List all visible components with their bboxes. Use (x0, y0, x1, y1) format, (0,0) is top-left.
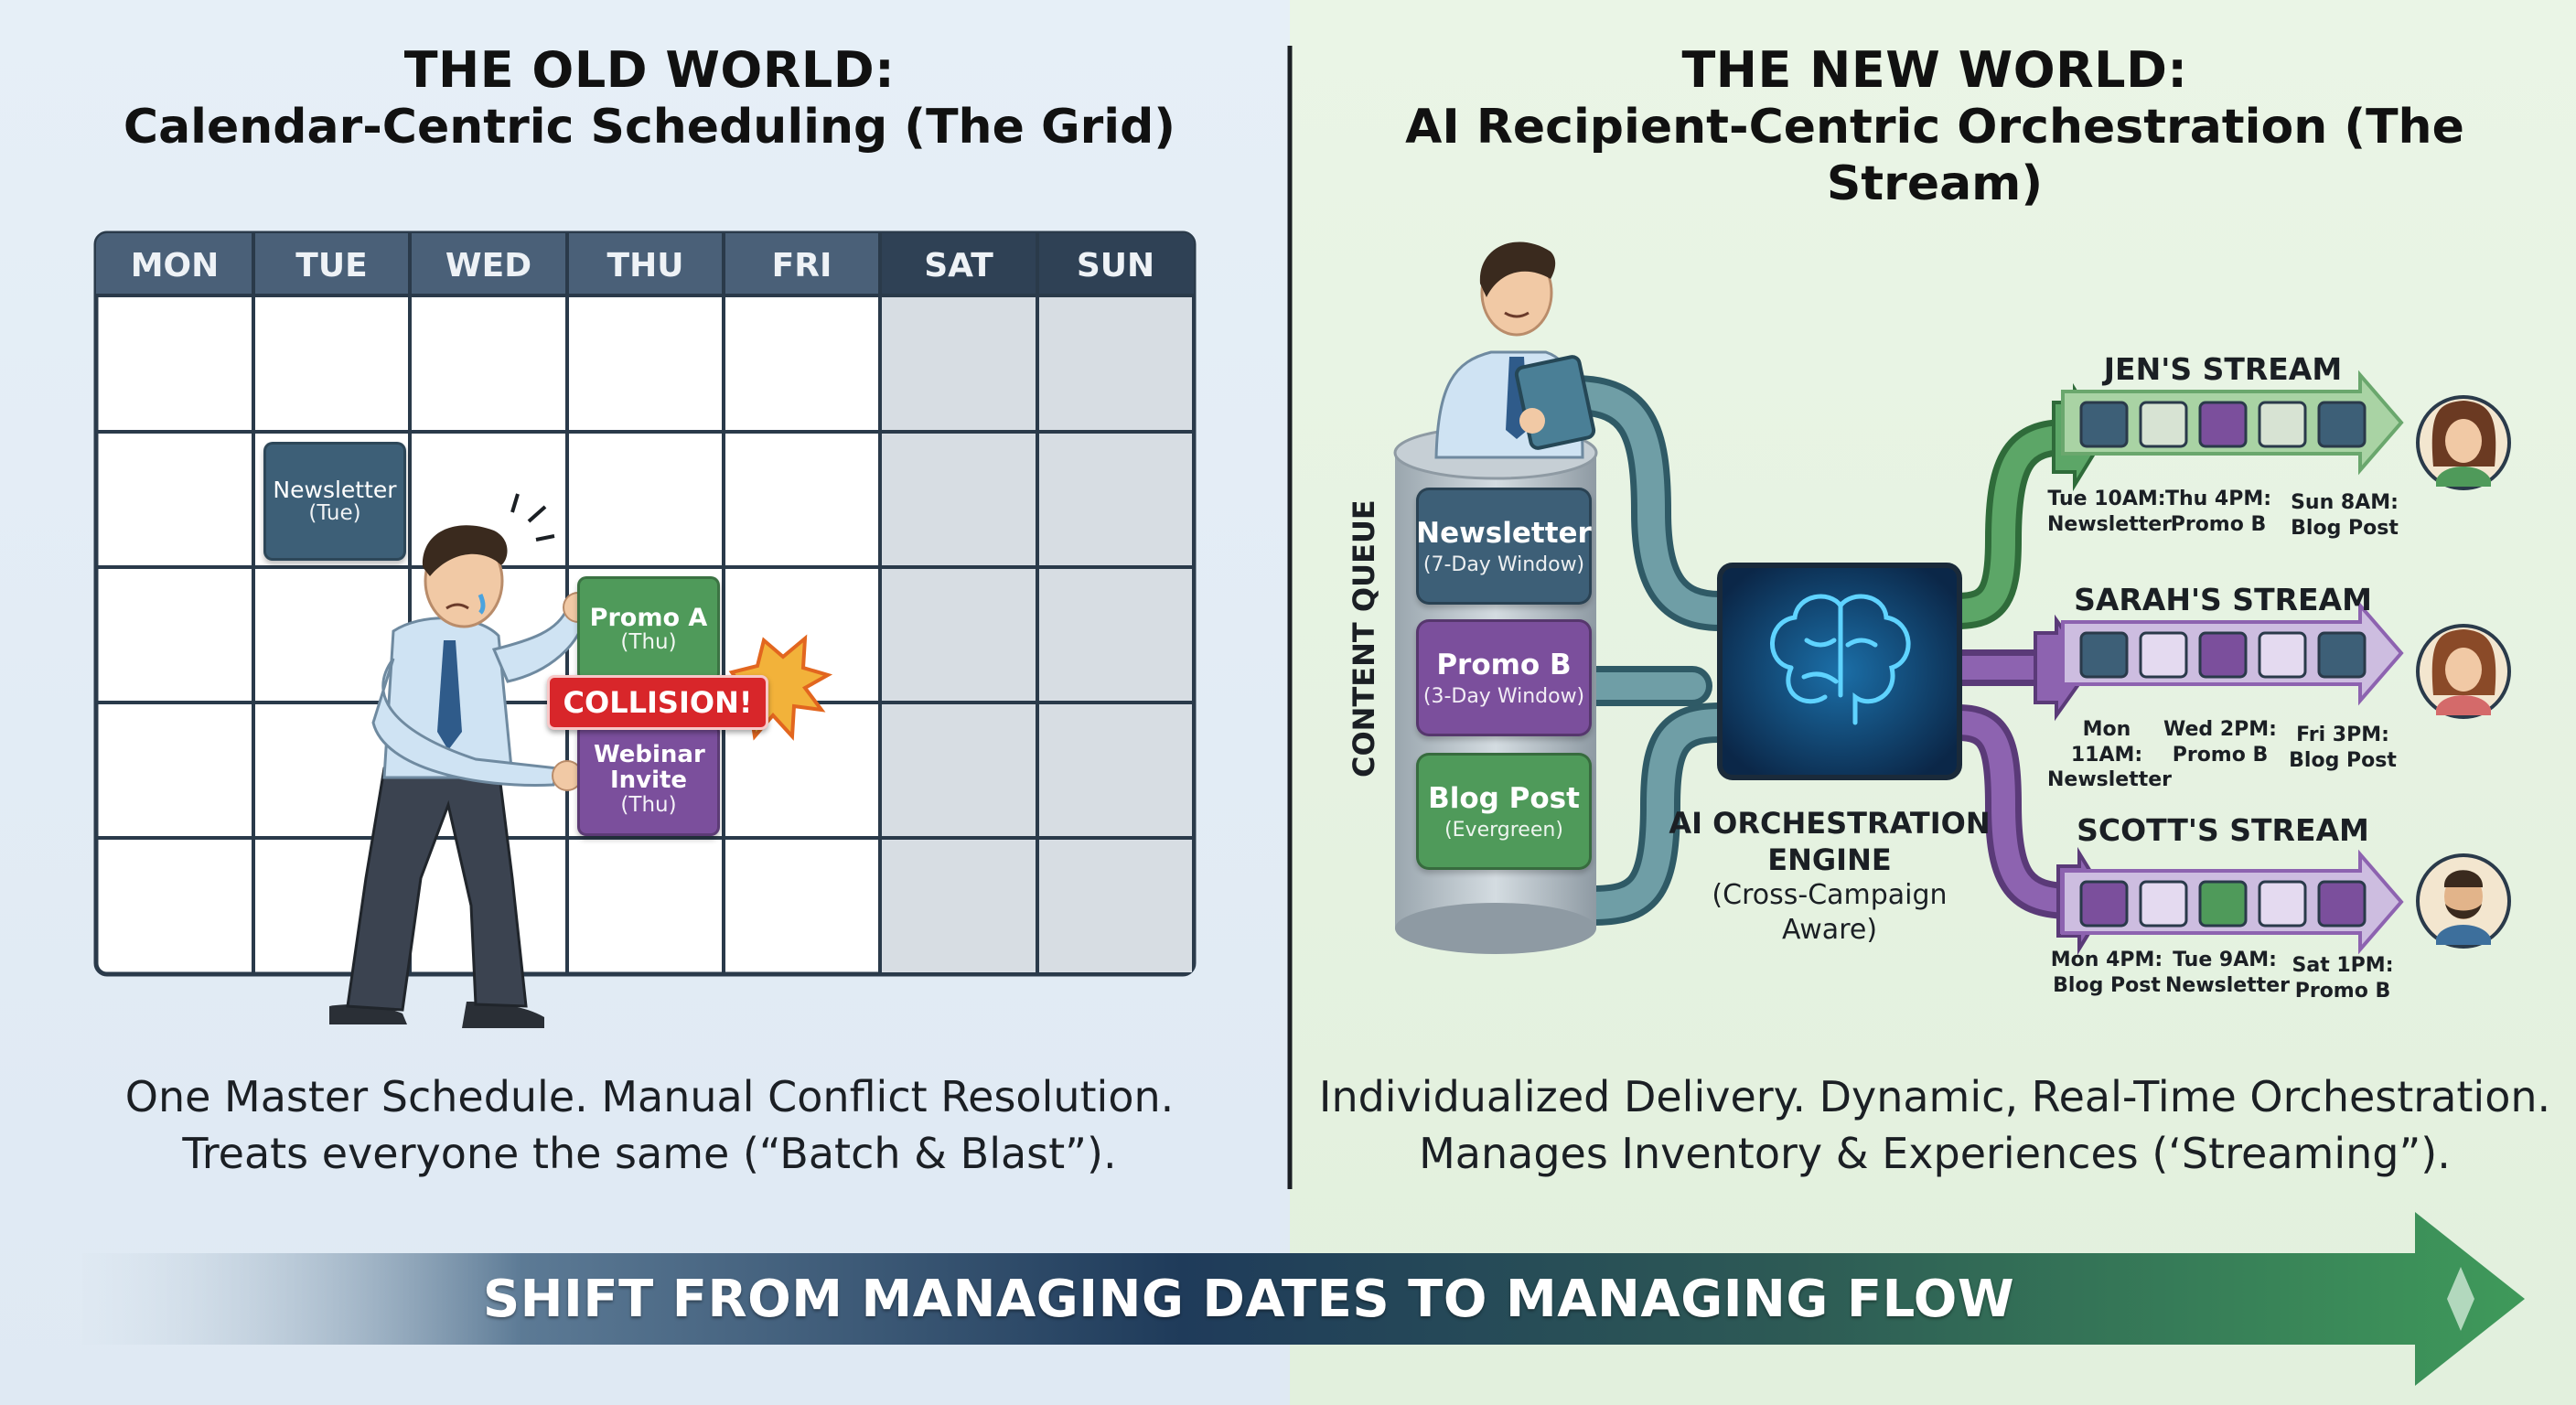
ai-engine-label: AI ORCHESTRATION ENGINE (Cross-Campaign … (1665, 805, 1994, 947)
old-world-caption-line2: Treats everyone the same (“Batch & Blast… (182, 1129, 1117, 1178)
stream-slots (2079, 401, 2367, 928)
jen-avatar-icon (2416, 395, 2511, 490)
sarah-slot-2-time: Wed 2PM: (2163, 718, 2277, 741)
event-newsletter-label: Newsletter (273, 476, 397, 503)
scott-slot-3: Sat 1PM: Promo B (2283, 953, 2402, 1003)
jen-slot-1-content: Newsletter (2047, 512, 2173, 536)
old-world-title: THE OLD WORLD: (403, 41, 896, 99)
new-world-caption-line2: Manages Inventory & Experiences (‘Stream… (1419, 1129, 2451, 1178)
scott-stream-title: SCOTT'S STREAM (2077, 812, 2369, 848)
ai-engine-title-2: ENGINE (1767, 842, 1892, 877)
jen-slot-1: Tue 10AM: Newsletter (2047, 487, 2173, 537)
queue-card-blog-post-label: Blog Post (1428, 781, 1580, 815)
old-world-caption-line1: One Master Schedule. Manual Conflict Res… (124, 1072, 1175, 1121)
sarah-slot-3-content: Blog Post (2289, 748, 2397, 772)
day-header-mon: MON (130, 246, 220, 284)
scott-slot-2-time: Tue 9AM: (2173, 949, 2277, 971)
scott-slot-2: Tue 9AM: Newsletter (2165, 948, 2291, 998)
banner-arrow (82, 1212, 2525, 1386)
day-header-sat: SAT (924, 246, 993, 284)
jen-slot-2: Thu 4PM: Promo B (2159, 487, 2278, 537)
scott-avatar-icon (2416, 853, 2511, 949)
event-newsletter-day: (Tue) (308, 501, 361, 526)
jen-slot-3-content: Blog Post (2291, 516, 2399, 540)
jen-slot-3: Sun 8AM: Blog Post (2285, 490, 2404, 541)
queue-card-promo-b: Promo B (3-Day Window) (1416, 619, 1592, 736)
new-world-caption-line1: Individualized Delivery. Dynamic, Real-T… (1318, 1072, 2551, 1121)
sarah-slot-2-content: Promo B (2172, 743, 2269, 767)
jen-slot-2-time: Thu 4PM: (2164, 488, 2272, 510)
day-header-wed: WED (445, 246, 532, 284)
content-queue-label: CONTENT QUEUE (1347, 499, 1381, 778)
event-promo-a-label: Promo A (589, 603, 708, 632)
queue-card-promo-b-label: Promo B (1436, 648, 1572, 681)
scott-slot-3-time: Sat 1PM: (2292, 954, 2394, 977)
bottom-banner-text: SHIFT FROM MANAGING DATES TO MANAGING FL… (482, 1269, 2015, 1329)
day-header-fri: FRI (771, 246, 832, 284)
queue-card-blog-post-window: (Evergreen) (1444, 818, 1563, 842)
jen-slot-2-content: Promo B (2170, 512, 2267, 536)
sarah-avatar-icon (2416, 624, 2511, 719)
event-promo-a: Promo A (Thu) (577, 576, 720, 682)
day-header-sun: SUN (1076, 246, 1155, 284)
scott-slot-1-time: Mon 4PM: (2050, 949, 2163, 971)
stressed-person-icon (329, 493, 594, 1028)
scott-slot-1-content: Blog Post (2053, 973, 2161, 997)
presenter-person-icon (1434, 241, 1596, 459)
queue-card-blog-post: Blog Post (Evergreen) (1416, 753, 1592, 870)
sarah-slot-2: Wed 2PM: Promo B (2161, 717, 2280, 767)
ai-engine-note-1: (Cross-Campaign (1712, 879, 1948, 911)
sarah-slot-3: Fri 3PM: Blog Post (2283, 723, 2402, 773)
jen-slot-1-time: Tue 10AM: (2047, 488, 2166, 510)
sarah-slot-1-time: Mon 11AM: (2070, 718, 2143, 767)
sarah-slot-3-time: Fri 3PM: (2296, 724, 2389, 746)
queue-card-promo-b-window: (3-Day Window) (1422, 684, 1585, 708)
new-world-title: THE NEW WORLD: (1681, 41, 2188, 99)
event-webinar-day: (Thu) (620, 792, 677, 817)
event-newsletter: Newsletter (Tue) (263, 442, 406, 561)
queue-card-newsletter-label: Newsletter (1416, 516, 1592, 550)
ai-brain-icon (1717, 563, 1962, 780)
scott-slot-2-content: Newsletter (2165, 973, 2291, 997)
ai-engine-note-2: Aware) (1781, 913, 1878, 946)
day-header-tue: TUE (295, 246, 368, 284)
queue-card-newsletter-window: (7-Day Window) (1422, 552, 1585, 576)
day-header-thu: THU (606, 246, 684, 284)
old-world-subtitle: Calendar-Centric Scheduling (The Grid) (123, 100, 1176, 155)
jen-stream-title: JEN'S STREAM (2103, 351, 2343, 387)
scott-slot-3-content: Promo B (2294, 979, 2391, 1003)
calendar-grid (93, 231, 1197, 977)
jen-slot-3-time: Sun 8AM: (2291, 491, 2399, 514)
collision-label: COLLISION! (547, 675, 768, 730)
sarah-stream-title: SARAH'S STREAM (2074, 582, 2372, 617)
new-world-subtitle: AI Recipient-Centric Orchestration (The … (1405, 100, 2464, 212)
sarah-slot-1: Mon 11AM: Newsletter (2047, 717, 2173, 793)
queue-card-newsletter: Newsletter (7-Day Window) (1416, 488, 1592, 605)
event-webinar-label: Webinar Invite (594, 740, 705, 795)
sarah-slot-1-content: Newsletter (2047, 768, 2173, 791)
event-webinar: Webinar Invite (Thu) (577, 723, 720, 836)
event-promo-a-day: (Thu) (620, 630, 677, 655)
scott-slot-1: Mon 4PM: Blog Post (2047, 948, 2166, 998)
ai-engine-title-1: AI ORCHESTRATION (1669, 806, 1991, 841)
